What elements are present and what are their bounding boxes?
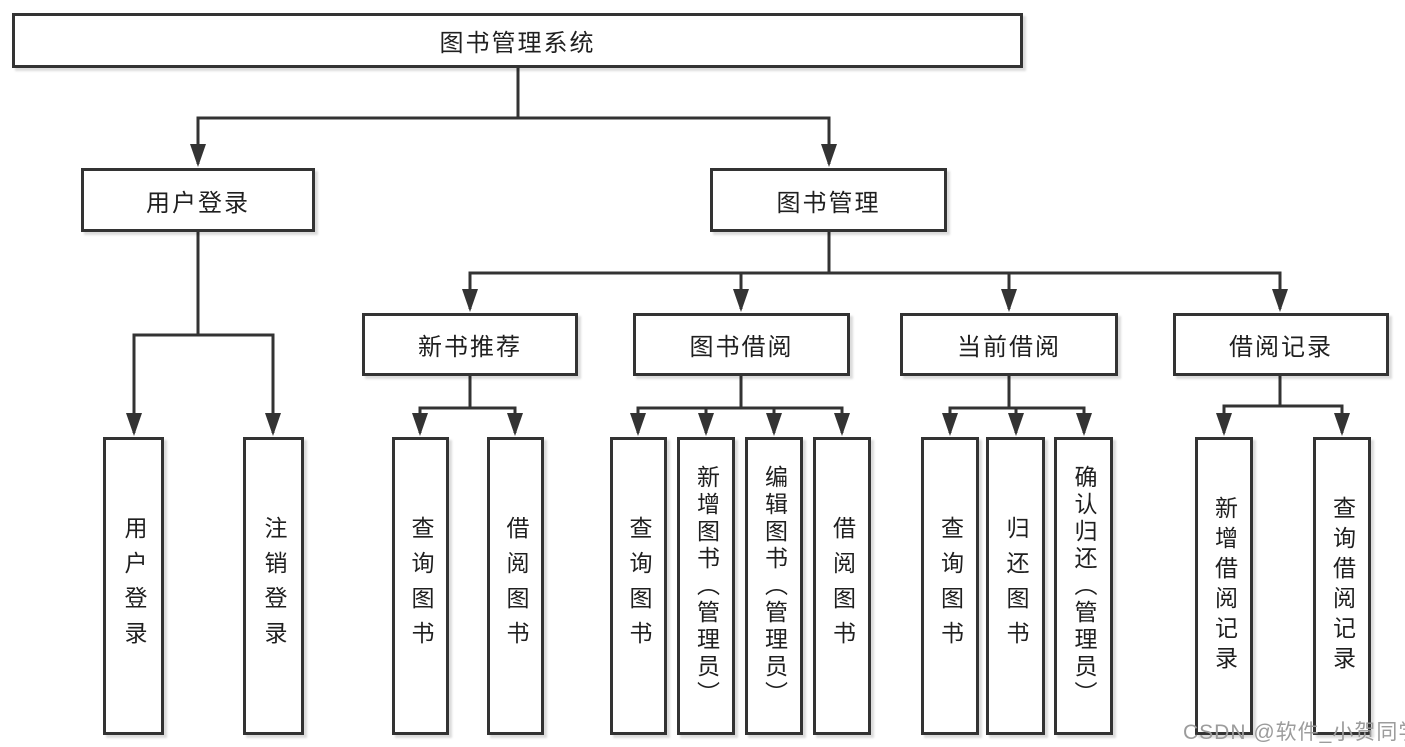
node-current-borrowing: 当前借阅 (900, 313, 1118, 376)
node-label: 图书管理系统 (439, 30, 596, 57)
node-label: 新增图书（管理员） (693, 464, 720, 708)
node-library-management-system: 图书管理系统 (12, 13, 1023, 68)
leaf-add-borrow-record: 新增借阅记录 (1195, 437, 1253, 735)
node-label: 查询图书 (937, 516, 964, 656)
node-new-book-recommendation: 新书推荐 (362, 313, 578, 376)
node-label: 查询借阅记录 (1329, 496, 1356, 676)
node-label: 新增借阅记录 (1211, 496, 1238, 676)
node-book-management: 图书管理 (710, 168, 947, 232)
node-label: 归还图书 (1003, 516, 1029, 656)
node-book-borrowing: 图书借阅 (633, 313, 850, 376)
leaf-return-books: 归还图书 (986, 437, 1045, 735)
leaf-query-books: 查询图书 (610, 437, 667, 735)
node-borrowing-records: 借阅记录 (1173, 313, 1389, 376)
leaf-query-books: 查询图书 (921, 437, 979, 735)
leaf-confirm-return-admin: 确认归还（管理员） (1054, 437, 1113, 735)
node-label: 新书推荐 (418, 334, 522, 361)
leaf-user-login: 用户登录 (103, 437, 164, 735)
node-label: 查询图书 (626, 516, 652, 656)
leaf-borrow-books: 借阅图书 (813, 437, 871, 735)
leaf-edit-books-admin: 编辑图书（管理员） (745, 437, 803, 735)
node-label: 用户登录 (146, 189, 250, 217)
node-label: 用户登录 (121, 516, 147, 656)
node-label: 图书借阅 (689, 334, 794, 361)
arrowheads (126, 144, 1350, 436)
node-label: 借阅图书 (503, 516, 529, 656)
leaf-query-borrow-record: 查询借阅记录 (1313, 437, 1371, 735)
leaf-borrow-books: 借阅图书 (487, 437, 544, 735)
node-label: 图书管理 (776, 189, 881, 217)
node-label: 确认归还（管理员） (1071, 464, 1097, 708)
csdn-watermark: CSDN @软件_小贺同学 (1183, 721, 1405, 744)
node-user-login: 用户登录 (81, 168, 315, 232)
leaf-add-books-admin: 新增图书（管理员） (677, 437, 735, 735)
node-label: 借阅图书 (829, 516, 856, 656)
node-label: 注销登录 (261, 516, 287, 656)
node-label: 借阅记录 (1229, 334, 1333, 361)
node-label: 查询图书 (408, 516, 434, 656)
node-label: 当前借阅 (957, 334, 1061, 361)
leaf-query-books: 查询图书 (392, 437, 449, 735)
leaf-logout-login: 注销登录 (243, 437, 304, 735)
node-label: 编辑图书（管理员） (761, 464, 788, 708)
